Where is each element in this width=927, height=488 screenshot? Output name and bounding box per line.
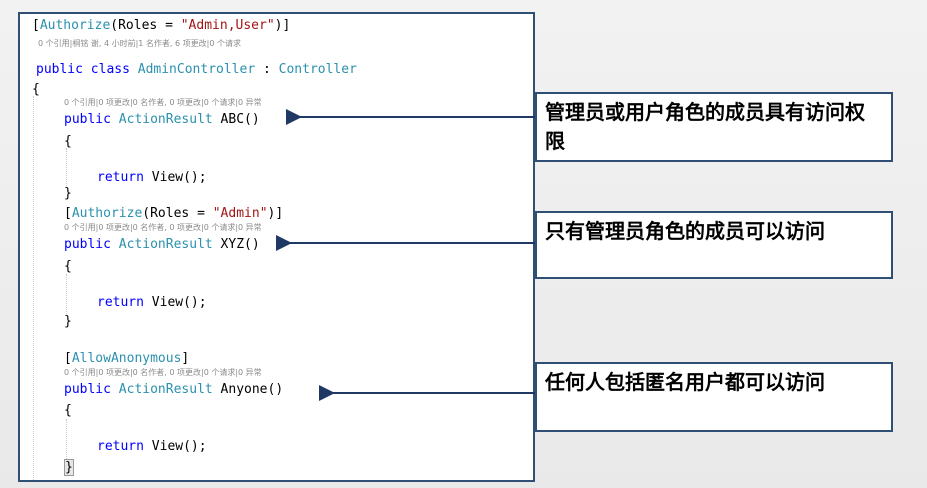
- indent-guide: [66, 419, 67, 469]
- class-codelens-info[interactable]: 0 个引用|桐铭 谢, 4 小时前|1 名作者, 6 项更改|0 个请求: [38, 39, 241, 48]
- indent-guide: [66, 274, 67, 314]
- method-anyone-allowanonymous-attribute[interactable]: [AllowAnonymous]: [64, 351, 190, 366]
- method-anyone-codelens-info[interactable]: 0 个引用|0 项更改|0 名作者, 0 项更改|0 个请求|0 异常: [64, 368, 262, 377]
- annotation-anyone: 任何人包括匿名用户都可以访问: [535, 362, 893, 432]
- method-anyone-close-brace: }: [64, 459, 74, 476]
- text-caret-highlight: }: [64, 459, 74, 476]
- class-authorize-attribute[interactable]: [Authorize(Roles = "Admin,User")]: [32, 18, 291, 33]
- method-xyz-open-brace: {: [64, 259, 72, 274]
- method-xyz-return-statement[interactable]: return View();: [97, 295, 207, 310]
- annotation-admin-or-user: 管理员或用户角色的成员具有访问权限: [535, 92, 893, 162]
- method-xyz-close-brace: }: [64, 314, 72, 329]
- class-declaration[interactable]: public class AdminController : Controlle…: [36, 62, 357, 77]
- method-abc-close-brace: }: [64, 186, 72, 201]
- annotation-admin-only: 只有管理员角色的成员可以访问: [535, 211, 893, 279]
- indent-guide: [66, 148, 67, 188]
- method-xyz-authorize-attribute[interactable]: [Authorize(Roles = "Admin")]: [64, 206, 284, 221]
- code-editor-panel[interactable]: [Authorize(Roles = "Admin,User")] 0 个引用|…: [18, 12, 535, 482]
- method-abc-open-brace: {: [64, 134, 72, 149]
- method-abc-return-statement[interactable]: return View();: [97, 170, 207, 185]
- method-xyz-signature[interactable]: public ActionResult XYZ(): [64, 237, 260, 252]
- indent-guide: [33, 96, 34, 480]
- method-anyone-signature[interactable]: public ActionResult Anyone(): [64, 382, 284, 397]
- method-anyone-return-statement[interactable]: return View();: [97, 439, 207, 454]
- method-xyz-codelens-info[interactable]: 0 个引用|0 项更改|0 名作者, 0 项更改|0 个请求|0 异常: [64, 223, 262, 232]
- method-anyone-open-brace: {: [64, 403, 72, 418]
- method-abc-signature[interactable]: public ActionResult ABC(): [64, 112, 260, 127]
- method-abc-codelens-info[interactable]: 0 个引用|0 项更改|0 名作者, 0 项更改|0 个请求|0 异常: [64, 98, 262, 107]
- class-open-brace: {: [32, 82, 40, 97]
